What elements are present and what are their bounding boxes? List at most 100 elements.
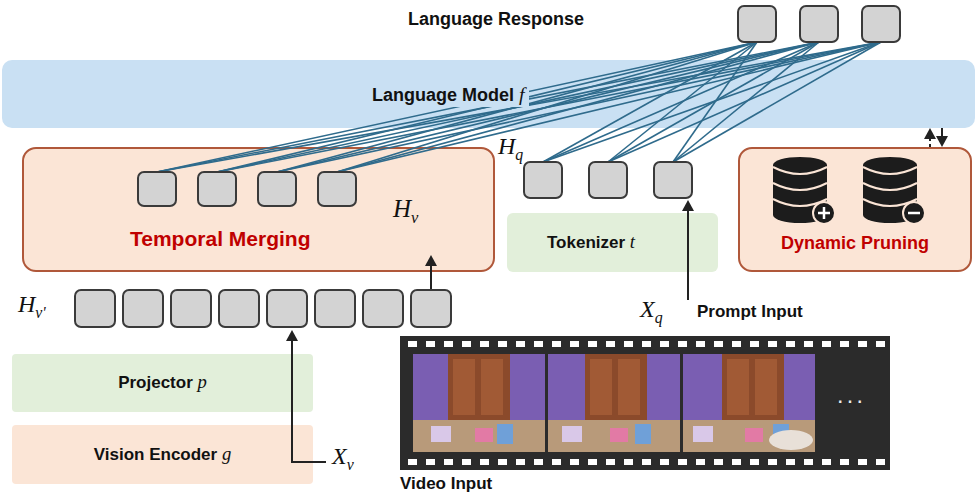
attention-line bbox=[217, 42, 757, 172]
sprocket-hole bbox=[534, 459, 543, 465]
sprocket-hole bbox=[768, 341, 777, 347]
sprocket-hole bbox=[696, 459, 705, 465]
vision-encoder-box: Vision Encoder g bbox=[12, 425, 313, 484]
sprocket-hole bbox=[732, 341, 741, 347]
token-square bbox=[267, 290, 307, 327]
sprocket-hole bbox=[516, 459, 525, 465]
video-frame bbox=[727, 359, 749, 415]
token-square bbox=[654, 162, 692, 198]
sprocket-hole bbox=[750, 341, 759, 347]
sprocket-hole bbox=[858, 341, 867, 347]
sprocket-hole bbox=[750, 459, 759, 465]
video-frame bbox=[635, 424, 651, 444]
badge bbox=[908, 212, 920, 215]
sprocket-hole bbox=[858, 459, 867, 465]
attention-line bbox=[157, 42, 757, 172]
database-icon bbox=[863, 157, 917, 173]
attention-line bbox=[608, 42, 881, 162]
video-filmstrip bbox=[400, 336, 890, 470]
sprocket-hole bbox=[552, 341, 561, 347]
attention-line bbox=[157, 42, 881, 172]
token-square bbox=[123, 290, 163, 327]
badge bbox=[823, 207, 826, 219]
sprocket-hole bbox=[408, 459, 417, 465]
output-title: Language Response bbox=[408, 9, 584, 31]
sprocket-hole bbox=[822, 459, 831, 465]
input-title: Video Input bbox=[400, 474, 492, 494]
token-square bbox=[411, 290, 451, 327]
database-icon bbox=[863, 167, 917, 174]
attention-line bbox=[337, 42, 881, 172]
database-icon bbox=[863, 183, 917, 190]
badge bbox=[813, 202, 835, 224]
math-symbol: Hv' bbox=[18, 290, 46, 322]
video-frame bbox=[497, 424, 513, 444]
arrow-head bbox=[682, 200, 694, 211]
video-frame bbox=[431, 426, 451, 442]
video-frame bbox=[448, 354, 510, 420]
sprocket-hole bbox=[786, 341, 795, 347]
database-icon bbox=[773, 183, 827, 190]
flow-line bbox=[687, 211, 689, 300]
video-frame bbox=[683, 420, 815, 452]
video-frame bbox=[548, 420, 680, 452]
token-square bbox=[219, 290, 259, 327]
token-square bbox=[198, 172, 236, 206]
sprocket-hole bbox=[408, 341, 417, 347]
sprocket-hole bbox=[498, 341, 507, 347]
sprocket-hole bbox=[696, 341, 705, 347]
sprocket-hole bbox=[876, 341, 885, 347]
box-title: Temporal Merging bbox=[130, 226, 310, 251]
attention-line bbox=[608, 42, 757, 162]
attention-line bbox=[217, 42, 881, 172]
video-frame bbox=[481, 359, 503, 415]
video-frame bbox=[618, 359, 640, 415]
token-square bbox=[363, 290, 403, 327]
sprocket-hole bbox=[804, 341, 813, 347]
sprocket-hole bbox=[732, 459, 741, 465]
tokenizer-box: Tokenizer t bbox=[507, 213, 718, 272]
token-square bbox=[315, 290, 355, 327]
video-frame bbox=[585, 354, 647, 420]
sprocket-hole bbox=[714, 341, 723, 347]
sprocket-hole bbox=[570, 341, 579, 347]
flow-line bbox=[430, 266, 432, 289]
arrow-head bbox=[924, 128, 936, 139]
sprocket-hole bbox=[768, 459, 777, 465]
attention-line bbox=[673, 42, 819, 162]
video-frame bbox=[548, 354, 680, 452]
sprocket-hole bbox=[480, 341, 489, 347]
connector bbox=[924, 128, 936, 147]
sprocket-hole bbox=[534, 341, 543, 347]
video-frame bbox=[475, 428, 493, 442]
token-square bbox=[75, 290, 115, 327]
video-frame bbox=[745, 428, 763, 442]
sprocket-hole bbox=[714, 459, 723, 465]
video-frame bbox=[755, 359, 777, 415]
database-icon bbox=[773, 157, 827, 173]
sprocket-hole bbox=[480, 459, 489, 465]
attention-line bbox=[337, 42, 819, 172]
sprocket-hole bbox=[426, 459, 435, 465]
sprocket-hole bbox=[660, 459, 669, 465]
badge bbox=[903, 202, 925, 224]
token-square bbox=[738, 6, 776, 42]
attention-line bbox=[543, 42, 881, 162]
attention-line bbox=[277, 42, 819, 172]
attention-line bbox=[217, 42, 819, 172]
token-square bbox=[318, 172, 356, 206]
video-frame bbox=[562, 426, 582, 442]
video-frame bbox=[683, 354, 815, 452]
arrow-head bbox=[425, 255, 437, 266]
sprocket-hole bbox=[462, 459, 471, 465]
attention-line bbox=[337, 42, 757, 172]
sprocket-hole bbox=[660, 341, 669, 347]
token-square bbox=[589, 162, 627, 198]
sprocket-hole bbox=[606, 341, 615, 347]
sprocket-hole bbox=[426, 341, 435, 347]
sprocket-hole bbox=[498, 459, 507, 465]
sprocket-hole bbox=[444, 459, 453, 465]
math-symbol: Xq bbox=[640, 295, 663, 327]
token-square bbox=[524, 162, 562, 198]
